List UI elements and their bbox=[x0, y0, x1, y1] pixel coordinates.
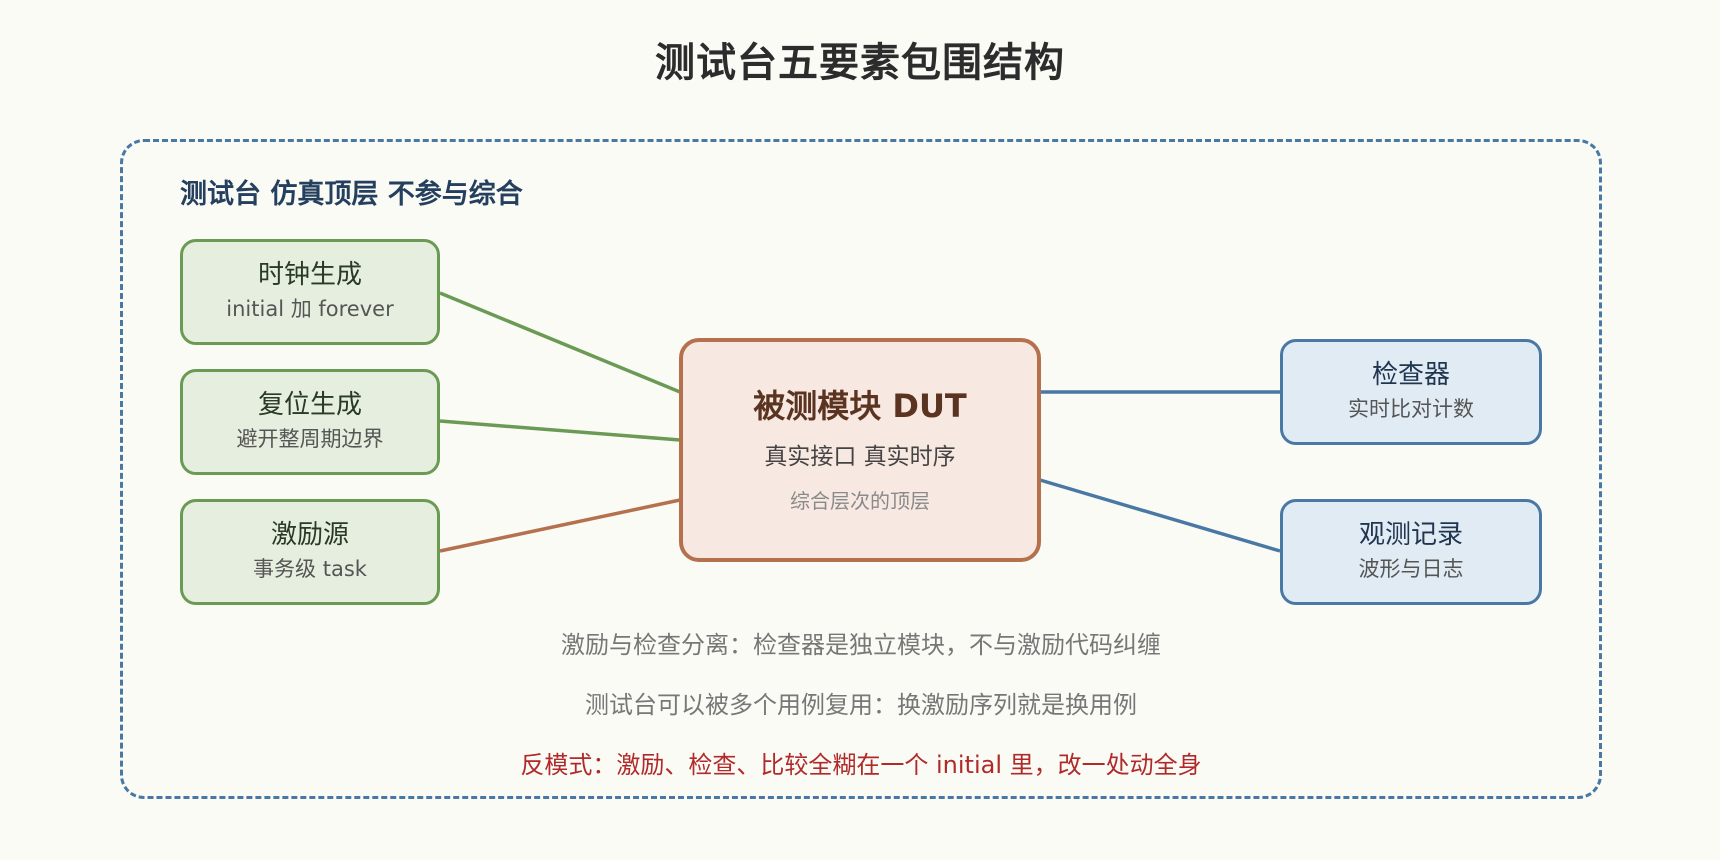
connector-stimulus-to-dut bbox=[439, 498, 681, 553]
node-reset-title: 复位生成 bbox=[257, 390, 362, 421]
connector-dut-to-recorder bbox=[1039, 478, 1281, 553]
connector-clock-to-dut bbox=[439, 291, 681, 394]
node-clock-title: 时钟生成 bbox=[257, 260, 362, 291]
node-checker: 检查器 实时比对计数 bbox=[1280, 339, 1542, 445]
node-recorder: 观测记录 波形与日志 bbox=[1280, 499, 1542, 605]
note-anti-pattern: 反模式：激励、检查、比较全糊在一个 initial 里，改一处动全身 bbox=[520, 751, 1202, 779]
node-clock-generation: 时钟生成 initial 加 forever bbox=[180, 239, 440, 345]
node-reset-generation: 复位生成 避开整周期边界 bbox=[180, 369, 440, 475]
page-title: 测试台五要素包围结构 bbox=[655, 40, 1065, 86]
connector-reset-to-dut bbox=[439, 419, 681, 442]
testbench-frame bbox=[120, 139, 1602, 799]
testbench-frame-label: 测试台 仿真顶层 不参与综合 bbox=[180, 179, 523, 210]
note-separation: 激励与检查分离：检查器是独立模块，不与激励代码纠缠 bbox=[561, 631, 1161, 659]
node-clock-subtitle: initial 加 forever bbox=[226, 297, 394, 322]
node-checker-subtitle: 实时比对计数 bbox=[1348, 397, 1474, 422]
node-checker-title: 检查器 bbox=[1371, 360, 1450, 391]
node-recorder-subtitle: 波形与日志 bbox=[1358, 557, 1464, 582]
node-dut-subtitle: 真实接口 真实时序 bbox=[764, 444, 956, 471]
node-stimulus-source: 激励源 事务级 task bbox=[180, 499, 440, 605]
note-reuse: 测试台可以被多个用例复用：换激励序列就是换用例 bbox=[585, 691, 1137, 719]
node-dut-note: 综合层次的顶层 bbox=[790, 489, 930, 514]
node-stimulus-subtitle: 事务级 task bbox=[253, 557, 367, 582]
node-recorder-title: 观测记录 bbox=[1358, 520, 1463, 551]
node-stimulus-title: 激励源 bbox=[270, 520, 349, 551]
node-dut: 被测模块 DUT 真实接口 真实时序 综合层次的顶层 bbox=[679, 338, 1041, 562]
node-dut-title: 被测模块 DUT bbox=[753, 386, 967, 425]
node-reset-subtitle: 避开整周期边界 bbox=[236, 427, 384, 452]
